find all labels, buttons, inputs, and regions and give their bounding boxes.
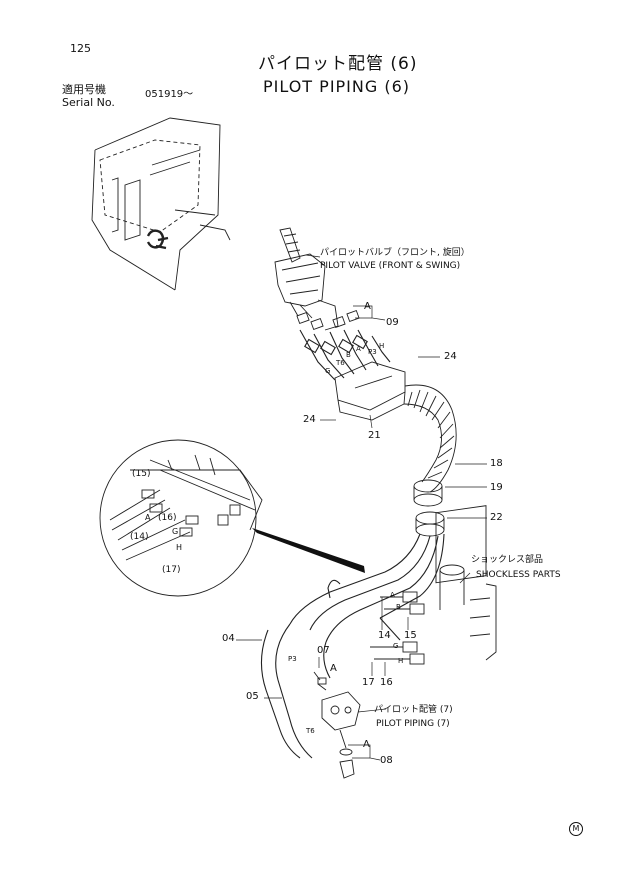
callout-24-right: 24 xyxy=(444,351,457,362)
shockless-fittings xyxy=(370,591,425,665)
page-title: PILOT PIPING (6) xyxy=(263,77,411,96)
detail-callout-17: (17) xyxy=(162,565,181,575)
callout-A-lower: A xyxy=(363,739,370,750)
cab-pilot-valve-highlight xyxy=(146,229,169,250)
detail-port-h: H xyxy=(176,543,183,552)
port-letter-b: B xyxy=(346,351,351,359)
callout-16: 16 xyxy=(380,677,393,688)
callout-24-left: 24 xyxy=(303,414,316,425)
callout-21: 21 xyxy=(368,430,381,441)
shockless-parts-label: SHOCKLESS PARTS xyxy=(476,570,561,580)
hose-bundle-upper xyxy=(299,329,391,381)
callout-18: 18 xyxy=(490,458,503,469)
registered-mark: M xyxy=(569,822,583,836)
callout-A-upper: A xyxy=(364,301,371,312)
port-letter-g: G xyxy=(325,367,331,375)
port-letter-p3-lower: P3 xyxy=(288,655,297,663)
pilot-valve-label: PILOT VALVE (FRONT & SWING) xyxy=(320,261,461,271)
hose-bundle-lower xyxy=(260,533,445,759)
detail-pointer-arrow xyxy=(252,528,365,573)
callout-A-middle: A xyxy=(330,663,337,674)
serial-label-japanese: 適用号機 xyxy=(62,83,106,96)
page-title-japanese: パイロット配管 (6) xyxy=(258,54,418,74)
pilot-valve xyxy=(274,227,339,331)
port-letter-a: A xyxy=(356,345,361,353)
callout-14: 14 xyxy=(378,630,391,641)
callout-15: 15 xyxy=(404,630,417,641)
port-letter-h: H xyxy=(379,342,385,350)
port-letter-t6-lower: T6 xyxy=(306,727,315,735)
callout-19: 19 xyxy=(490,482,503,493)
cab-outline xyxy=(91,117,231,291)
callout-07: 07 xyxy=(317,645,330,656)
serial-value: 051919～ xyxy=(145,89,194,100)
callout-08: 08 xyxy=(380,755,393,766)
pilot-piping-7-label-japanese: パイロット配管 (7) xyxy=(374,705,453,715)
callout-09: 09 xyxy=(386,317,399,328)
detail-port-g: G xyxy=(172,527,179,536)
detail-callout-14: (14) xyxy=(130,532,149,542)
port-letter-g-lower: G xyxy=(393,642,399,650)
detail-callout-16: (16) xyxy=(158,513,177,523)
page-number: 125 xyxy=(70,42,91,55)
flex-hose-upper xyxy=(403,384,457,493)
port-letter-a-lower: A xyxy=(390,591,395,599)
port-letter-t6: T6 xyxy=(336,359,345,367)
pilot-valve-label-japanese: パイロットバルブ（フロント, 旋回） xyxy=(320,248,470,258)
port-letter-h-lower: H xyxy=(398,657,404,665)
hose-grommets xyxy=(413,479,445,537)
pilot-piping-7-fitting xyxy=(313,671,361,779)
shockless-parts-label-japanese: ショックレス部品 xyxy=(471,555,544,565)
port-letter-p3: P3 xyxy=(368,348,377,356)
callout-05: 05 xyxy=(246,691,259,702)
callout-22: 22 xyxy=(490,512,503,523)
detail-circle xyxy=(99,439,263,597)
fittings-a xyxy=(296,309,360,331)
port-letter-b-lower: B xyxy=(396,603,401,611)
hose-clamp-bracket xyxy=(334,361,406,421)
detail-port-a: A xyxy=(145,513,151,522)
pilot-piping-7-label: PILOT PIPING (7) xyxy=(376,719,450,729)
callout-17: 17 xyxy=(362,677,375,688)
serial-label: Serial No. xyxy=(62,96,115,109)
callout-04: 04 xyxy=(222,633,235,644)
detail-callout-15: (15) xyxy=(132,469,151,479)
shockless-block xyxy=(435,505,497,661)
leader-lines xyxy=(236,254,487,761)
